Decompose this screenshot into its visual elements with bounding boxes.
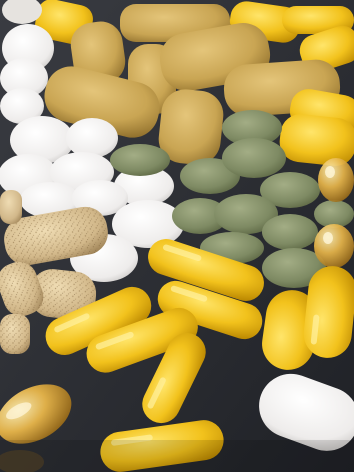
top-tablets: [35, 0, 354, 165]
amber-softgels-right: [314, 158, 354, 268]
surface-shadow: [0, 440, 354, 472]
left-white-stack: [0, 0, 54, 124]
speckled-tablets: [0, 190, 108, 354]
white-oval-tablet: [259, 373, 354, 451]
yellow-capsules: [45, 239, 354, 472]
right-yellow-tablets: [279, 89, 354, 166]
green-tablets: [110, 110, 354, 288]
amber-softgel-left: [0, 384, 72, 472]
